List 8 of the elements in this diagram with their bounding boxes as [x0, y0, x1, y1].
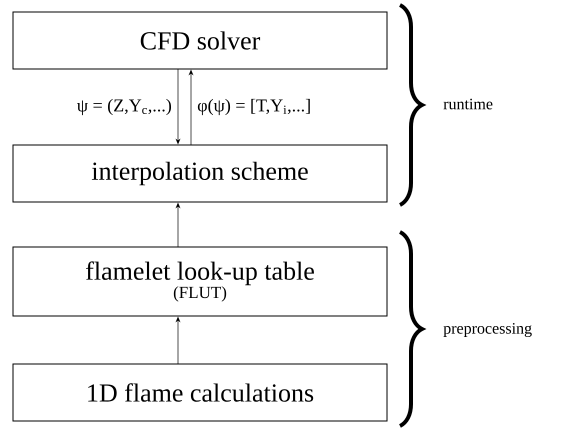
process-box: flamelet look-up table (FLUT) [12, 246, 388, 316]
edge-label: ψ = (Z,Y$_{c}$,...) [77, 98, 172, 116]
edge-label: φ(ψ) = [T,Y$_{i}$,...] [198, 98, 310, 116]
process-box: interpolation scheme [12, 144, 388, 202]
process-box: CFD solver [12, 12, 388, 70]
brace-label: preprocessing [443, 322, 532, 338]
process-box: 1D flame calculations [12, 364, 388, 422]
brace-label: runtime [444, 98, 492, 110]
